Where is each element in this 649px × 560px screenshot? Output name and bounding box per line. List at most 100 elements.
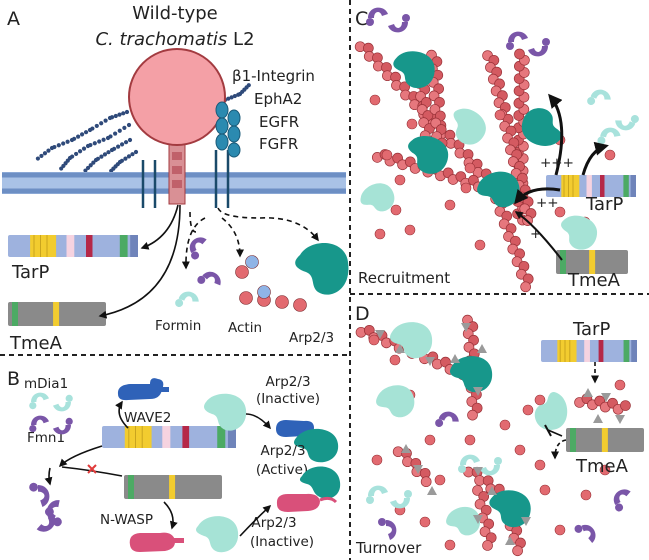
arp23-inactive-top [204,393,247,431]
formin-icon [29,482,50,508]
panel-d-caption: Turnover [355,539,422,557]
tarp-segment [586,175,592,197]
receptor-label-egfr: EGFR [259,113,299,131]
tarp-segment [124,426,152,448]
arp23-complex [534,392,568,430]
formin-icon [366,411,631,544]
severing-icon [375,323,625,545]
panel-b: B mDia1 Fmn1 WAVE2 N-WASP Arp2/3 (Inacti… [7,368,341,553]
tmea-segment [601,428,608,452]
panel-a: A Wild-type C. trachomatis L2 [2,3,349,354]
panel-a-title-line1: Wild-type [132,3,218,24]
formin-icon [53,394,73,412]
tarp-segment [584,340,590,362]
receptor-label-integrin: β1-Integrin [232,67,315,85]
formin-icon [390,490,412,509]
panel-d-tarp-label: TarP [572,319,610,340]
formin-icon [175,291,199,308]
tmea-protein-icon [556,250,628,274]
tarp-segment [557,340,577,362]
panel-b-wave2-label: WAVE2 [124,410,171,426]
actin-monomer-icon [235,255,307,312]
wave2-arp-complex [276,420,339,463]
receptor-label-fgfr: FGFR [259,135,298,153]
formin-icon [53,417,73,435]
tmea-protein-icon [566,428,644,452]
severing-wedge [601,393,611,402]
formin-icon [378,518,397,540]
tarp-segment [162,426,171,448]
panel-c-sign-strong: +++ [540,155,574,171]
actin-filament [490,193,534,293]
arp23-complex [390,322,433,359]
tarp-segment [66,235,75,257]
receptors [141,150,230,208]
severing-wedge [461,323,471,332]
arp23-complex-icon [360,51,597,250]
arp23-complex [477,171,520,208]
severing-wedge [413,465,423,474]
formin-icon [574,524,596,544]
tmea-segment [570,428,576,452]
actin-filament [392,446,432,488]
tarp-segment [227,426,236,448]
tarp-protein-icon [546,175,636,197]
panel-b-arp-active-state: (Active) [256,462,308,478]
panel-c-caption: Recruitment [358,269,450,287]
formin-icon [506,31,528,50]
arp23-complex [561,215,597,250]
formin-icon [435,411,459,428]
panel-a-title-line2: C. trachomatis L2 [95,29,254,50]
panel-c-arrows [514,93,609,261]
severing-wedge [473,515,483,524]
tmea-protein-icon [8,302,106,326]
inhibition-x-icon [87,464,97,474]
panel-a-arrows [98,204,319,319]
wave2-icon [117,378,169,401]
arp23-inactive-bottom [196,516,239,553]
severing-wedge [401,444,411,453]
receptor-label-epha2: EphA2 [254,90,302,108]
severing-wedge [521,517,531,526]
panel-b-letter: B [7,368,20,390]
formin-icon [29,392,49,410]
formin-icon [615,114,639,131]
formin-icon [366,485,388,504]
arp23-complex [453,108,486,145]
panel-a-formin-label: Formin [155,318,201,334]
formin-icon [197,271,221,286]
panel-c: C TarP TmeA Recruitment +++ ++ + [354,7,639,293]
tmea-protein-icon [124,475,222,499]
tarp-segment [182,426,190,448]
panel-b-fmn1-label: Fmn1 [27,430,65,446]
tarp-segment [600,175,605,197]
formin-icon [388,14,410,33]
tmea-segment [128,475,134,499]
panel-b-arp-inactive-bottom-state: (Inactive) [250,534,314,550]
panel-c-sign-medium: ++ [536,195,559,211]
formin-icon [597,127,621,145]
formin-icon [528,38,550,57]
formin-icon [175,237,221,308]
panel-b-arp-inactive-bottom: Arp2/3 [251,515,296,531]
tmea-segment [589,250,596,274]
panel-b-arrows [44,400,272,537]
panel-a-tarp-label: TarP [11,262,49,283]
tarp-segment [130,235,138,257]
panel-a-letter: A [7,8,20,30]
tarp-segment [86,235,93,257]
panel-d-letter: D [355,303,370,325]
panel-a-tmea-label: TmeA [9,333,63,354]
severing-wedge [473,467,483,476]
formin-icon [458,454,480,473]
formin-icon [36,507,56,532]
tarp-segment [119,235,128,257]
panel-c-sign-weak: + [530,226,541,242]
severing-wedge [427,486,437,495]
receptor-labels: β1-Integrin EphA2 EGFR FGFR [232,67,315,153]
arp23-complex [393,51,435,89]
panel-a-arp-label: Arp2/3 [289,330,334,346]
receptor-domains [215,101,241,158]
